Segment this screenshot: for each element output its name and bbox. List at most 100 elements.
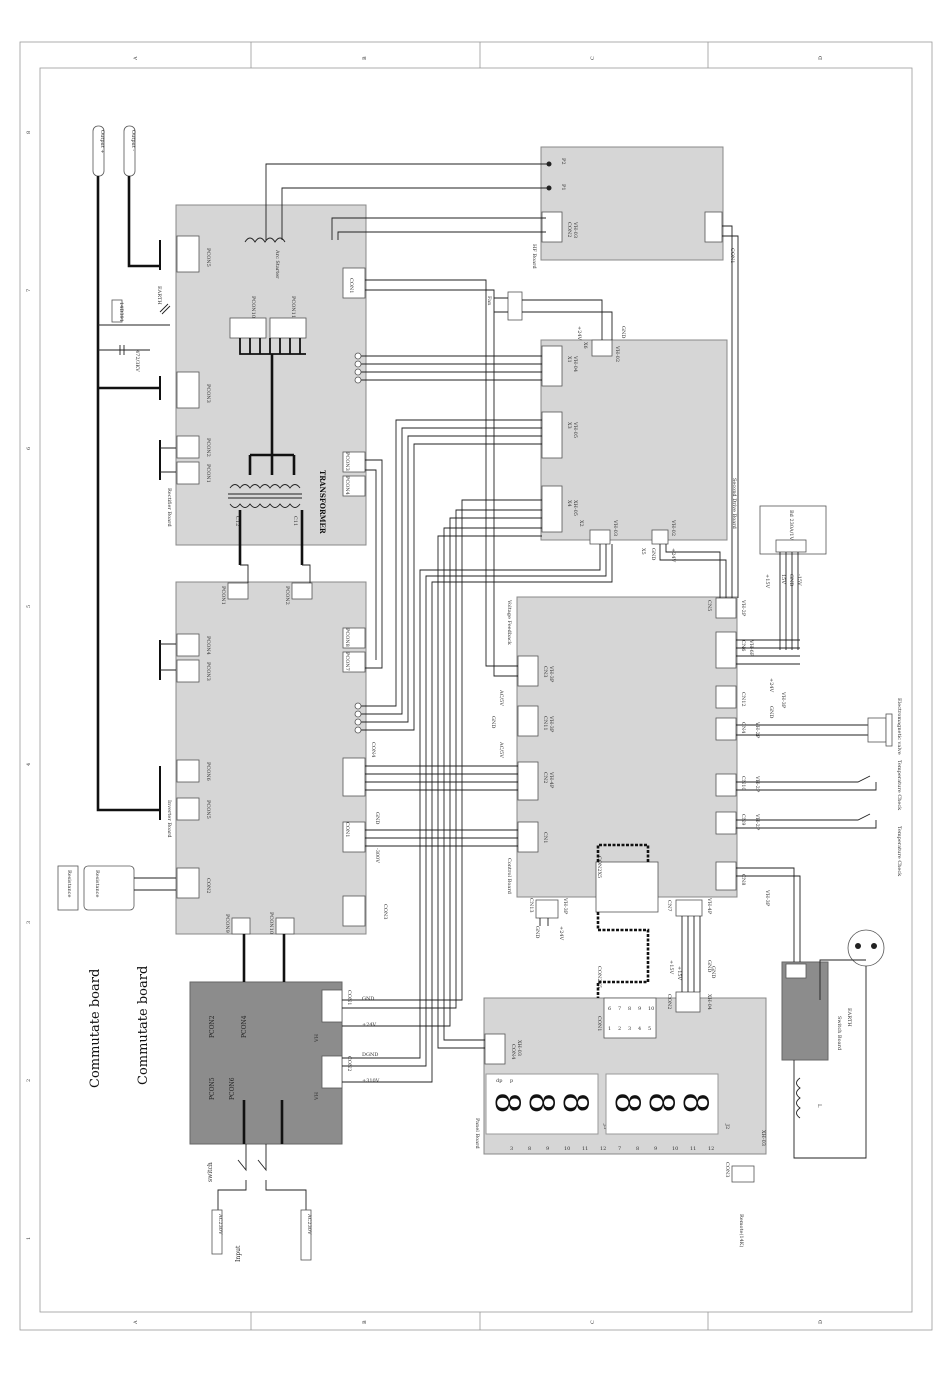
panel-con4-wafer: XH-03 — [516, 1040, 522, 1056]
inv-pcon3-label: PCON3 — [205, 662, 211, 681]
panel-con4-label: CON4 — [510, 1044, 516, 1059]
surge-components: 14D391 472/3KV EARTH — [98, 286, 171, 372]
rect-pcon3b-connector — [342, 451, 366, 473]
panel-row-8: 9 — [654, 1146, 657, 1152]
com-24v: +24V — [362, 1022, 377, 1028]
zone-letter-c-bottom: C — [590, 1320, 596, 1324]
cn13-label: CN13 — [528, 898, 534, 913]
zone-number-7: 7 — [26, 289, 32, 292]
inverter-board-label: Inverter Board — [166, 800, 172, 838]
panel-pin-4: 4 — [638, 1026, 641, 1032]
panel-con1-label: CON1 — [596, 1016, 602, 1031]
zone-letter-a: A — [133, 56, 139, 61]
cn6-15v: 15V — [780, 574, 786, 584]
ext-transformer: Bd 230A/1V — [759, 505, 827, 650]
resistance-label-2: Resistance — [94, 870, 100, 897]
input-label: Input — [235, 1245, 242, 1262]
zone-letter-c: C — [590, 56, 596, 60]
resistance-block: Resistance Resistance — [57, 865, 176, 911]
ac230v-1-label: AC230V — [217, 1213, 223, 1235]
cn10-wafer: VH-2P — [754, 775, 760, 793]
cn13-gnd: GND — [534, 926, 540, 938]
sd-x2-wafer: VH-03 — [612, 519, 618, 536]
pcon2-connector — [176, 435, 200, 459]
cn5-wafer: VH-2P — [740, 599, 746, 617]
second-drive-board-label: Second Drive Board — [731, 478, 737, 530]
resistor-label: 14D391 — [118, 302, 124, 322]
digit-r2: 8 — [641, 1092, 681, 1114]
sd-x1-label: X1 — [566, 356, 572, 363]
pcon3-connector — [176, 371, 200, 409]
panel-pin-2: 2 — [618, 1026, 621, 1032]
com-pcon5-label: PCON5 — [209, 1077, 216, 1100]
sd-x4-wafer: XH-05 — [572, 500, 578, 516]
digit-l3: 8 — [555, 1092, 595, 1114]
cn13-wafer: VH-3P — [562, 897, 568, 915]
com-310v: +310V — [362, 1078, 380, 1084]
panel-pin-3: 3 — [628, 1026, 631, 1032]
cn9-wafer: VH-2P — [754, 813, 760, 831]
commutate-board-title: Commutate board — [88, 969, 103, 1088]
com-con2-label: CON2 — [346, 1056, 352, 1071]
inv-pcon1-label: PCON1 — [220, 586, 226, 605]
digit-l1: 8 — [487, 1092, 527, 1114]
panel-seg-dp: dp — [496, 1078, 502, 1084]
pcon10-connector — [229, 317, 267, 339]
commutate-board-inner-label: Commutate board — [136, 966, 151, 1085]
sd-x4-label: X4 — [566, 500, 572, 507]
com-con1-label: CON1 — [346, 990, 352, 1005]
pcon5-connector — [176, 235, 200, 273]
panel-con2x5-label: CON2X5 — [596, 966, 602, 988]
cn7-label: CN7 — [666, 900, 672, 911]
inv-pcon2-label: PCON2 — [284, 586, 290, 605]
control-sublabel: Voltage Feedback — [506, 599, 512, 646]
panel-pin-6: 6 — [608, 1006, 611, 1012]
rect-pcon5-label: PCON5 — [205, 248, 211, 267]
zone-number-4: 4 — [26, 763, 32, 766]
hf-con2-label: CON2 — [566, 222, 572, 237]
panel-j2-label: J2 — [724, 1123, 730, 1129]
hf-wafer-label: VH-03 — [572, 221, 578, 238]
panel-board-label: Panel Board — [474, 1118, 480, 1150]
switch-board-label: Switch Board — [836, 1016, 842, 1051]
sd-label-gnd-2: GND — [650, 548, 656, 560]
inv-pcon5-label: PCON5 — [205, 800, 211, 819]
panel-row-6: 7 — [618, 1146, 621, 1152]
c11-label: C11 — [292, 516, 298, 526]
cn13-24v: +24V — [558, 926, 564, 941]
drawing-frame: A B C D A B C D 8 7 6 5 4 3 2 1 — [19, 41, 933, 1331]
zone-letter-b-bottom: B — [362, 1320, 368, 1324]
panel-row-10: 11 — [690, 1146, 696, 1152]
panel-row-1: 8 — [528, 1146, 531, 1152]
panel-row-11: 12 — [708, 1146, 714, 1152]
cn2-label: CN2 — [542, 772, 548, 783]
rect-pcon3-label: PCON3 — [205, 384, 211, 403]
input-switch: switch AC230V AC230V Input — [207, 1144, 312, 1262]
zone-letter-d: D — [818, 56, 824, 60]
switch-board: Switch Board EARTH L — [736, 867, 885, 1159]
com-pcon2-label: PCON2 — [209, 1015, 216, 1038]
inv-pcon6-label: PCON6 — [205, 762, 211, 781]
switch-earth-label: EARTH — [846, 1008, 852, 1027]
output-plus-label: Output + — [99, 130, 105, 154]
remote-label: Remote(14K) — [738, 1214, 745, 1247]
cn6-15v-minus: -15V — [796, 574, 802, 586]
com-gnd: GND — [362, 996, 374, 1002]
inv-pcon7-label: PCON7 — [344, 652, 350, 671]
zone-number-6: 6 — [26, 447, 32, 450]
zone-number-2: 2 — [26, 1079, 32, 1082]
panel-row-3: 10 — [564, 1146, 570, 1152]
peripherals: Electromagnetic valve Temperature Check … — [736, 698, 902, 877]
panel-row-5: 12 — [600, 1146, 606, 1152]
hf-board: HF Board CON2 VH-03 CON1 P1 P2 — [265, 146, 735, 269]
control-board-label: Control Board — [506, 858, 512, 895]
rect-pcon10-label: PCON10 — [250, 296, 256, 318]
digit-r3: 8 — [675, 1092, 715, 1114]
sd-x3-wafer: VH-05 — [572, 421, 578, 438]
interconnect-wires — [159, 217, 800, 1083]
inv-pcon8-label: PCON8 — [344, 628, 350, 647]
arc-starter-label: Arc Starter — [274, 249, 280, 279]
com-vh-2: VH — [314, 1091, 320, 1101]
cn7-gnd: GND — [710, 966, 716, 978]
temp-check-1-label: Temperature Check — [896, 760, 902, 811]
